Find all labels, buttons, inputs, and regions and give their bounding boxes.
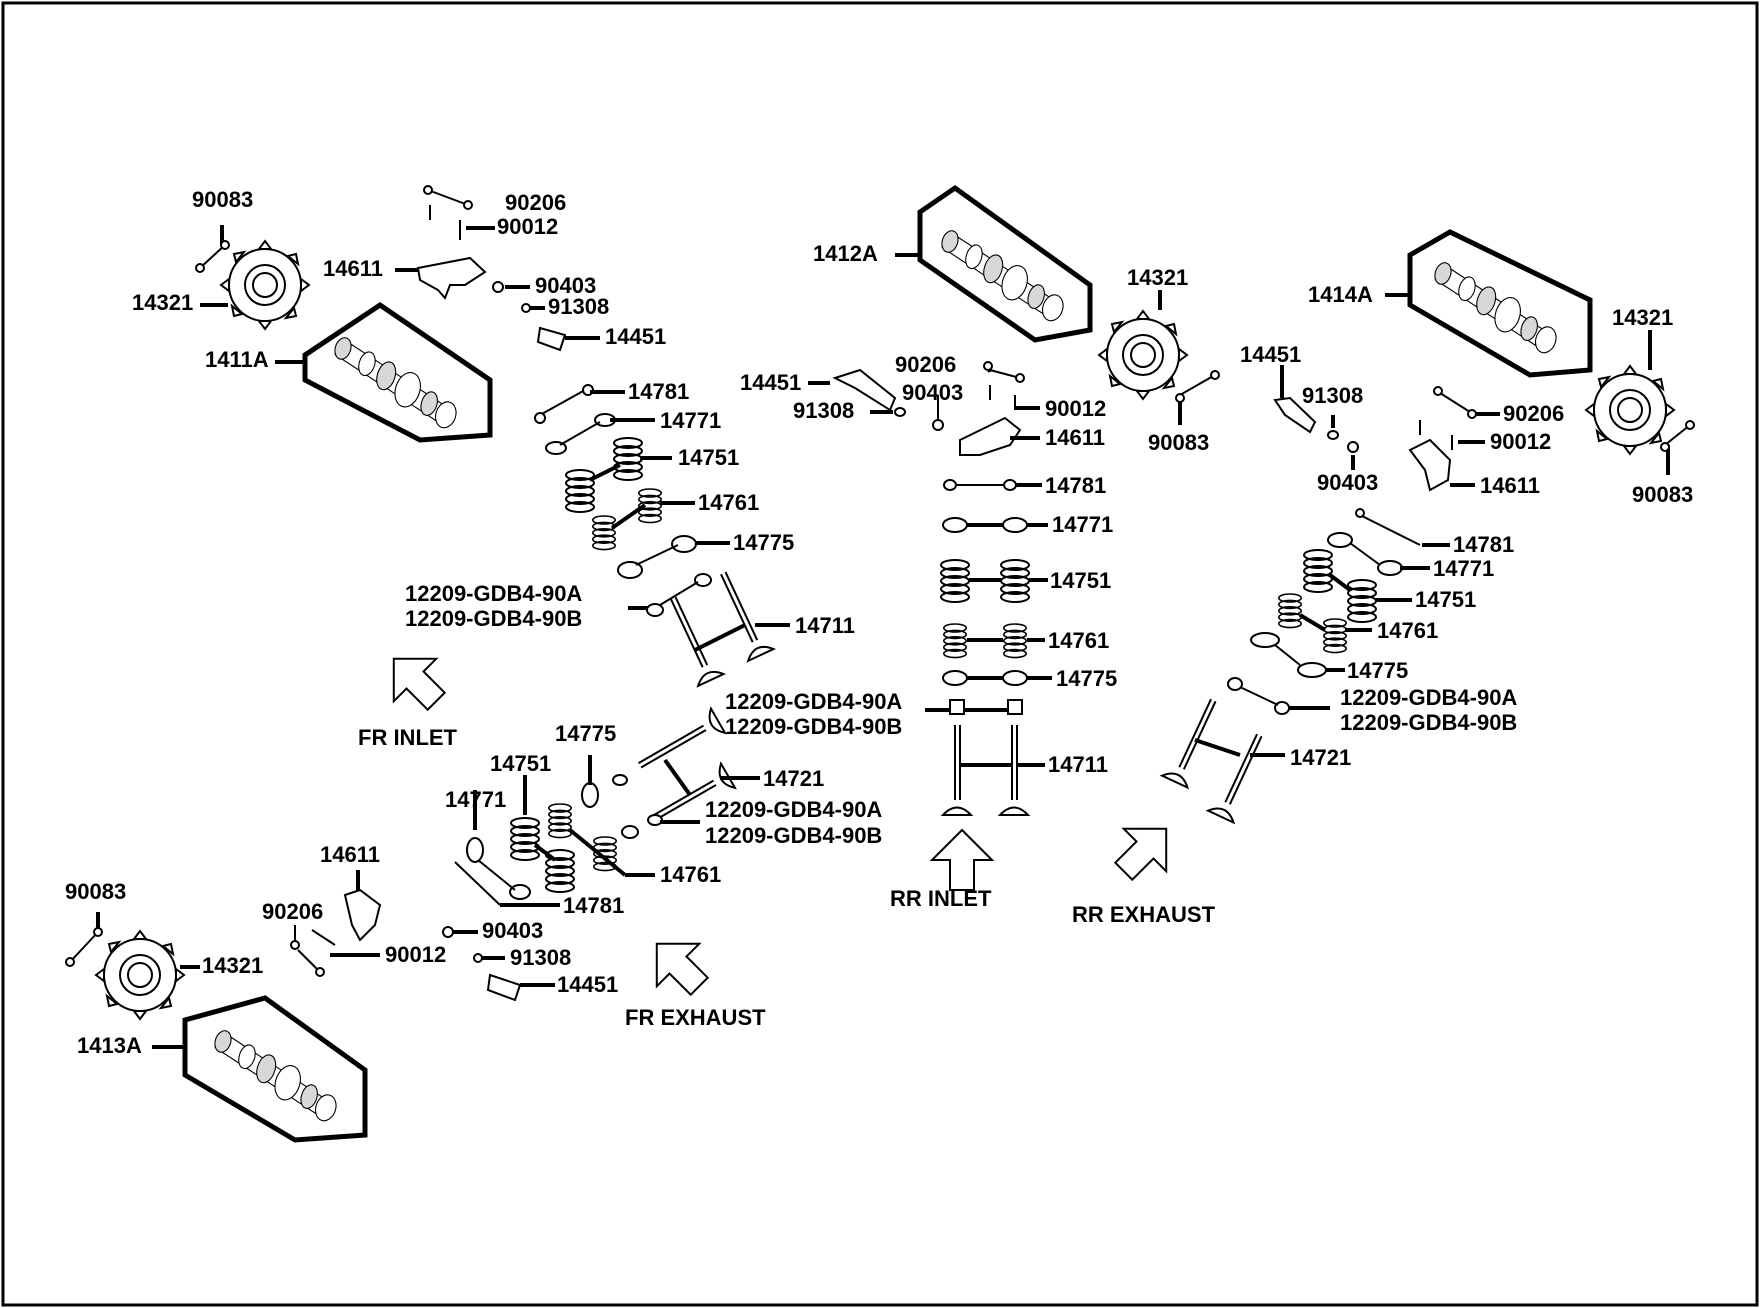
label-14761-rr-inlet: 14761 — [1048, 628, 1109, 653]
label-1411a: 1411A — [205, 347, 269, 372]
label-90083-fr-exhaust: 90083 — [65, 879, 126, 904]
label-14611-rr-exhaust: 14611 — [1480, 473, 1540, 498]
label-14721-fr-exhaust: 14721 — [763, 766, 824, 791]
label-seal-a-rr-inlet: 12209-GDB4-90A — [725, 689, 902, 714]
label-seal-b-rr-inlet: 12209-GDB4-90B — [725, 714, 902, 739]
label-1413a: 1413A — [77, 1033, 142, 1058]
label-14775-rr-exhaust: 14775 — [1347, 658, 1408, 683]
label-14321-rr-exhaust: 14321 — [1612, 305, 1673, 330]
label-14771-rr-exhaust: 14771 — [1433, 556, 1494, 581]
label-14751-fr-inlet: 14751 — [678, 445, 739, 470]
label-14451-rr-inlet: 14451 — [740, 370, 801, 395]
label-14771-fr-exhaust: 14771 — [445, 787, 506, 812]
label-14321-rr-inlet: 14321 — [1127, 265, 1188, 290]
label-90083-rr-inlet: 90083 — [1148, 430, 1209, 455]
label-14775-fr-inlet: 14775 — [733, 530, 794, 555]
label-91308-fr-inlet: 91308 — [548, 294, 609, 319]
label-14761-fr-inlet: 14761 — [698, 490, 759, 515]
label-14771-fr-inlet: 14771 — [660, 408, 721, 433]
label-seal-a-rr-exhaust: 12209-GDB4-90A — [1340, 685, 1517, 710]
fr-inlet-group — [195, 185, 790, 724]
label-90403-rr-exhaust: 90403 — [1317, 470, 1378, 495]
rr-exhaust-group — [1101, 229, 1695, 894]
label-90403-fr-exhaust: 90403 — [482, 918, 543, 943]
label-seal-a-fr-inlet: 12209-GDB4-90A — [405, 581, 582, 606]
rr-inlet-group — [808, 184, 1220, 891]
label-14751-rr-exhaust: 14751 — [1415, 587, 1476, 612]
label-90012-fr-inlet: 90012 — [497, 214, 558, 239]
label-14761-fr-exhaust: 14761 — [660, 862, 721, 887]
label-1412a: 1412A — [813, 241, 878, 266]
label-91308-rr-inlet: 91308 — [793, 398, 854, 423]
label-90206-rr-exhaust: 90206 — [1503, 401, 1564, 426]
label-14751-fr-exhaust: 14751 — [490, 751, 551, 776]
label-90012-rr-inlet: 90012 — [1045, 396, 1106, 421]
label-90206-rr-inlet: 90206 — [895, 352, 956, 377]
label-14321-fr-inlet: 14321 — [132, 290, 193, 315]
label-14711-rr-inlet: 14711 — [1048, 752, 1108, 777]
label-14775-fr-exhaust: 14775 — [555, 721, 616, 746]
label-91308-fr-exhaust: 91308 — [510, 945, 571, 970]
label-90403-rr-inlet: 90403 — [902, 380, 963, 405]
label-seal-b-rr-exhaust: 12209-GDB4-90B — [1340, 710, 1517, 735]
label-14451-fr-exhaust: 14451 — [557, 972, 618, 997]
label-1414a: 1414A — [1308, 282, 1373, 307]
fr-exhaust-group — [65, 707, 760, 1143]
label-90083-rr-exhaust: 90083 — [1632, 482, 1693, 507]
label-14611-rr-inlet: 14611 — [1045, 425, 1105, 450]
label-14781-fr-inlet: 14781 — [628, 379, 689, 404]
label-14781-rr-inlet: 14781 — [1045, 473, 1106, 498]
label-14775-rr-inlet: 14775 — [1056, 666, 1117, 691]
label-14761-rr-exhaust: 14761 — [1377, 618, 1438, 643]
label-seal-b-fr-exhaust: 12209-GDB4-90B — [705, 823, 882, 848]
rr-inlet-cam-box — [917, 184, 1093, 343]
label-90083-fr-inlet: 90083 — [192, 187, 253, 212]
label-seal-b-fr-inlet: 12209-GDB4-90B — [405, 606, 582, 631]
direction-fr-inlet: FR INLET — [358, 725, 458, 750]
label-14451-fr-inlet: 14451 — [605, 324, 666, 349]
label-14781-fr-exhaust: 14781 — [563, 893, 624, 918]
label-90403-fr-inlet: 90403 — [535, 273, 596, 298]
label-14321-fr-exhaust: 14321 — [202, 953, 263, 978]
label-14611-fr-exhaust: 14611 — [320, 842, 380, 867]
label-14751-rr-inlet: 14751 — [1050, 568, 1111, 593]
fr-inlet-cam-box — [302, 301, 493, 443]
label-90012-fr-exhaust: 90012 — [385, 942, 446, 967]
label-14771-rr-inlet: 14771 — [1052, 512, 1113, 537]
label-seal-a-fr-exhaust: 12209-GDB4-90A — [705, 797, 882, 822]
label-14711-fr-inlet: 14711 — [795, 613, 855, 638]
label-90206-fr-inlet: 90206 — [505, 190, 566, 215]
label-91308-rr-exhaust: 91308 — [1302, 383, 1363, 408]
label-90206-fr-exhaust: 90206 — [262, 899, 323, 924]
label-90012-rr-exhaust: 90012 — [1490, 429, 1551, 454]
label-14721-rr-exhaust: 14721 — [1290, 745, 1351, 770]
label-14781-rr-exhaust: 14781 — [1453, 532, 1514, 557]
label-14611-fr-inlet: 14611 — [323, 256, 383, 281]
direction-fr-exhaust: FR EXHAUST — [625, 1005, 766, 1030]
label-14451-rr-exhaust: 14451 — [1240, 342, 1301, 367]
direction-rr-exhaust: RR EXHAUST — [1072, 902, 1216, 927]
direction-rr-inlet: RR INLET — [890, 886, 992, 911]
